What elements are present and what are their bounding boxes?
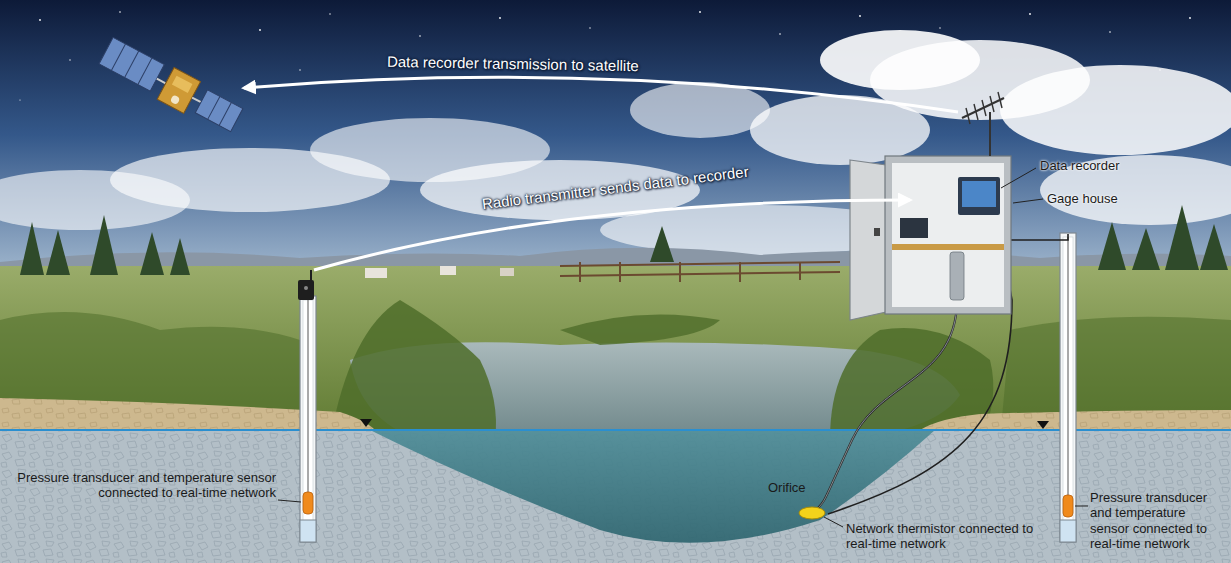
sensor-label: Network thermistor connected to real-tim… [846,521,1051,552]
link-label: Radio transmitter sends data to recorder [481,163,750,213]
water-level-mark [360,419,372,427]
leader-lines [278,168,1088,527]
sensor-label: Pressure transducer and temperature sens… [12,470,276,501]
clouds [0,30,1231,255]
satellite-link [244,77,958,112]
sensor-label: Pressure transducer and temperature sens… [1090,490,1226,551]
part-label: Gage house [1047,191,1118,206]
water-level-mark [1037,421,1049,429]
orifice-line [818,300,957,508]
left-well [298,270,316,542]
satellite [97,36,245,137]
fence [560,262,840,282]
soil-left [0,398,375,430]
part-label: Data recorder [1040,158,1119,173]
radio-link [314,200,910,270]
orifice-line [818,300,957,508]
well-cable [1003,234,1068,240]
houses [365,266,514,278]
part-label: Orifice [768,480,806,495]
right-well [1060,233,1076,542]
link-label: Data recorder transmission to satellite [387,53,639,75]
aquifer [0,430,1231,563]
sky [0,0,1231,300]
gage-house [850,92,1011,320]
trees [20,205,1228,275]
grass-clumps [0,300,1231,440]
orifice [799,507,825,519]
water-table [0,429,1231,431]
